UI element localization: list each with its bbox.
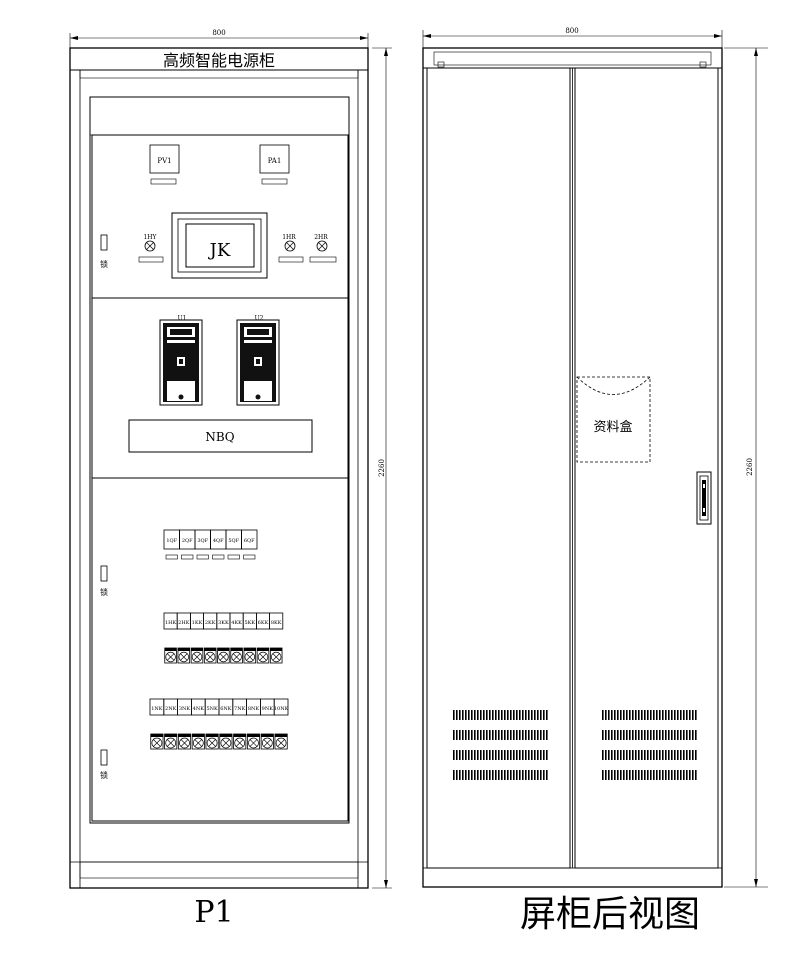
lock-3: 锁 <box>100 749 108 780</box>
indicator-2hr: 2HR <box>309 234 337 263</box>
vent-grille-right <box>602 710 697 780</box>
switch-5nk: 5NK <box>204 698 220 750</box>
svg-text:2NK: 2NK <box>165 706 177 712</box>
svg-text:NBQ: NBQ <box>205 430 234 444</box>
switch-1hk: 1HK <box>163 612 178 664</box>
switch-4kk: 4KK <box>229 612 244 664</box>
svg-text:3QF: 3QF <box>197 538 208 544</box>
rear-width-dimension: 800 <box>422 27 723 48</box>
svg-text:9NK: 9NK <box>262 706 274 712</box>
svg-text:8KK: 8KK <box>271 620 282 626</box>
front-view: 800 2260 高频智能电源柜 PV1 <box>69 29 392 930</box>
svg-text:1HR: 1HR <box>282 234 296 241</box>
switch-3kk: 3KK <box>216 612 231 664</box>
svg-text:2QF: 2QF <box>182 538 193 544</box>
lock-2: 锁 <box>100 565 108 597</box>
indicator-1hr: 1HR <box>278 234 304 263</box>
module-u2: U2 <box>236 315 280 406</box>
switch-1nk: 1NK <box>149 698 165 750</box>
svg-text:1HK: 1HK <box>165 620 177 626</box>
switch-8nk: 8NK <box>246 698 261 750</box>
switch-7nk: 7NK <box>232 698 248 750</box>
breaker-2qf: 2QF <box>179 529 196 560</box>
switch-6kk: 6KK <box>255 612 270 664</box>
svg-text:U2: U2 <box>255 315 264 322</box>
rear-width-label: 800 <box>565 27 578 35</box>
front-header-title: 高频智能电源柜 <box>163 51 275 70</box>
svg-text:2HR: 2HR <box>314 234 328 241</box>
switch-4nk: 4NK <box>190 698 206 750</box>
module-u1: U1 <box>159 315 203 406</box>
switch-9nk: 9NK <box>259 698 275 750</box>
svg-text:4NK: 4NK <box>193 706 205 712</box>
svg-text:6KK: 6KK <box>258 620 269 626</box>
svg-text:PV1: PV1 <box>157 157 171 165</box>
svg-text:资料盒: 资料盒 <box>593 419 632 435</box>
switch-8kk: 8KK <box>269 612 284 664</box>
meter-pv1: PV1 <box>149 144 180 185</box>
svg-text:1HY: 1HY <box>143 234 157 241</box>
breaker-5qf: 5QF <box>225 529 242 560</box>
vent-grille-left <box>453 710 548 780</box>
svg-text:3KK: 3KK <box>218 620 229 626</box>
svg-text:3NK: 3NK <box>179 706 191 712</box>
switch-2kk: 2KK <box>203 612 218 664</box>
rear-height-dimension: 2260 <box>724 47 768 888</box>
svg-text:1NK: 1NK <box>151 706 163 712</box>
switch-2hk: 2HK <box>176 612 191 664</box>
rear-door-handle <box>696 471 712 525</box>
switch-6nk: 6NK <box>218 698 234 750</box>
svg-text:6QF: 6QF <box>244 538 255 544</box>
switch-1kk: 1KK <box>189 612 204 664</box>
svg-text:2HK: 2HK <box>178 620 190 626</box>
svg-text:锁: 锁 <box>100 259 108 269</box>
svg-text:锁: 锁 <box>100 587 108 597</box>
front-width-label: 800 <box>212 29 225 37</box>
breaker-4qf: 4QF <box>210 529 227 560</box>
svg-text:10NK: 10NK <box>274 706 289 712</box>
front-caption: P1 <box>194 895 233 930</box>
front-panel-2: U1 U2 <box>91 297 349 479</box>
front-height-dimension: 2260 <box>372 47 392 889</box>
switch-2nk: 2NK <box>163 698 179 750</box>
svg-text:JK: JK <box>208 240 231 261</box>
document-box: 资料盒 <box>576 376 651 463</box>
front-panel-1: PV1 PA1 锁 1HY <box>91 134 349 299</box>
svg-text:5QF: 5QF <box>228 538 239 544</box>
indicator-1hy: 1HY <box>138 234 164 263</box>
svg-text:锁: 锁 <box>100 770 108 780</box>
lock-1: 锁 <box>100 234 108 269</box>
svg-text:1QF: 1QF <box>166 538 177 544</box>
front-height-label: 2260 <box>378 459 386 477</box>
rear-view: 800 2260 资料盒 <box>422 27 768 935</box>
svg-text:U1: U1 <box>178 315 187 322</box>
svg-text:2KK: 2KK <box>205 620 216 626</box>
svg-text:4QF: 4QF <box>213 538 224 544</box>
svg-text:5KK: 5KK <box>244 620 255 626</box>
controller-jk: JK <box>171 212 268 279</box>
svg-text:8NK: 8NK <box>248 706 260 712</box>
svg-text:1KK: 1KK <box>192 620 203 626</box>
switch-5kk: 5KK <box>242 612 257 664</box>
front-width-dimension: 800 <box>69 29 369 48</box>
meter-pa1: PA1 <box>259 144 290 185</box>
rear-height-label: 2260 <box>746 458 754 476</box>
breaker-3qf: 3QF <box>194 529 211 560</box>
svg-text:PA1: PA1 <box>268 157 282 165</box>
breaker-6qf: 6QF <box>241 529 258 560</box>
breaker-1qf: 1QF <box>163 529 180 560</box>
switch-3nk: 3NK <box>177 698 192 750</box>
inverter-nbq: NBQ <box>128 419 313 453</box>
svg-text:4KK: 4KK <box>231 620 242 626</box>
breaker-row: 1QF 2QF 3QF 4QF 5QF 6QF <box>163 529 258 560</box>
svg-text:5NK: 5NK <box>206 706 218 712</box>
switch-10nk: 10NK <box>273 698 289 750</box>
svg-text:6NK: 6NK <box>220 706 232 712</box>
svg-text:7NK: 7NK <box>234 706 246 712</box>
rear-caption: 屏柜后视图 <box>520 894 700 935</box>
